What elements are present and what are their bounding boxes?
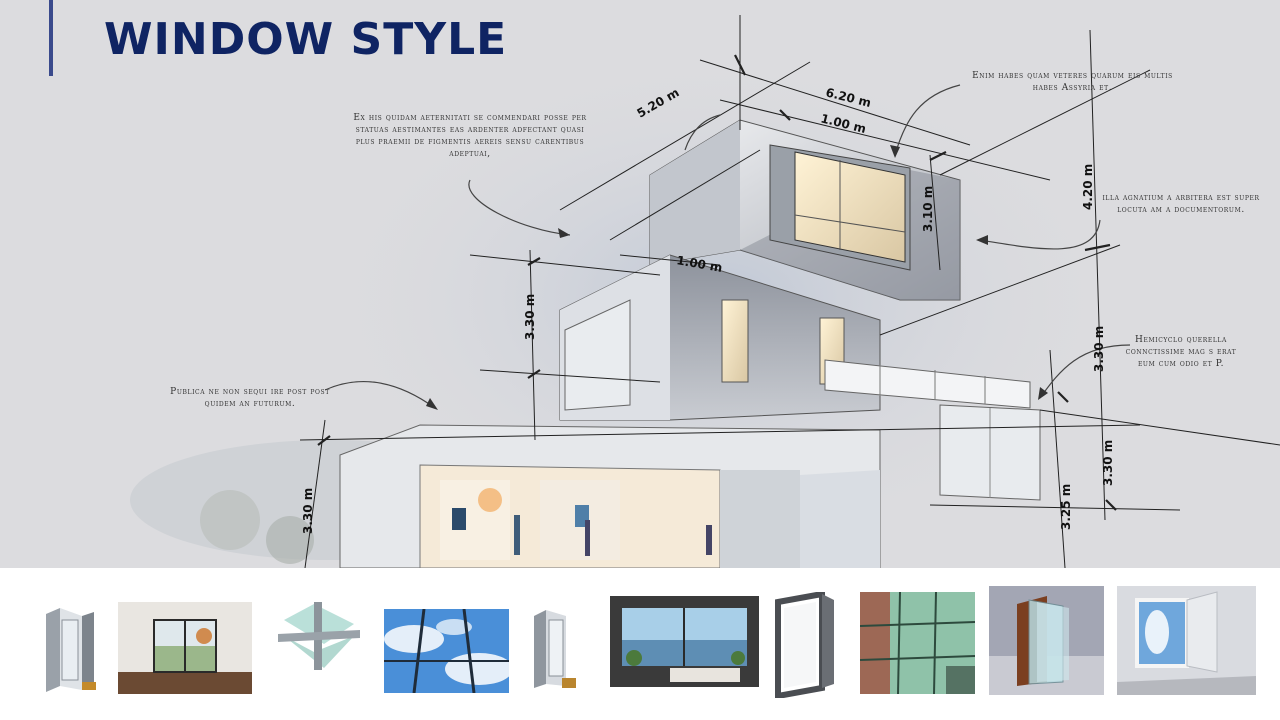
- dim-label: 4.20 m: [1081, 164, 1095, 210]
- tilt-window-room-image: [1117, 586, 1256, 695]
- dim-label: 3.30 m: [523, 294, 537, 340]
- glass-facade-image: [860, 592, 975, 694]
- dim-label: 3.30 m: [1101, 440, 1115, 486]
- sketch-note: illa agnatium a arbitera est super locut…: [1102, 193, 1260, 215]
- hero-sketch-area: WINDOW STYLE: [0, 0, 1280, 568]
- dim-label: 3.30 m: [301, 488, 315, 534]
- sliding-door-room-image: [118, 602, 252, 694]
- title-accent-bar: [49, 0, 53, 76]
- house-sketch-illustration: 5.20 m 6.20 m 1.00 m 4.20 m 3.10 m 1.00 …: [130, 15, 1280, 568]
- sky-window-image: [384, 609, 509, 693]
- sliding-profile-image: [534, 610, 576, 688]
- sliding-profile-image: [46, 608, 96, 692]
- curtain-wall-node-image: [278, 602, 360, 670]
- sketch-note: Hemicyclo querella connctissime mag s er…: [1125, 335, 1237, 369]
- panoramic-window-room-image: [610, 596, 759, 687]
- sketch-note: Enim habes quam veteres quarum eis multi…: [972, 71, 1173, 93]
- dim-label: 3.30 m: [1092, 326, 1106, 372]
- sketch-note: Publica ne non sequi ire post post quide…: [170, 387, 330, 409]
- casement-window-image: [775, 592, 834, 698]
- window-section-image: [989, 586, 1104, 695]
- dim-label: 3.25 m: [1059, 484, 1073, 530]
- sketch-note: Ex his quidam aeternitati se commendari …: [353, 113, 587, 159]
- page-title: WINDOW STYLE: [104, 14, 508, 65]
- dim-label: 3.10 m: [921, 186, 935, 232]
- window-styles-gallery: [0, 568, 1280, 720]
